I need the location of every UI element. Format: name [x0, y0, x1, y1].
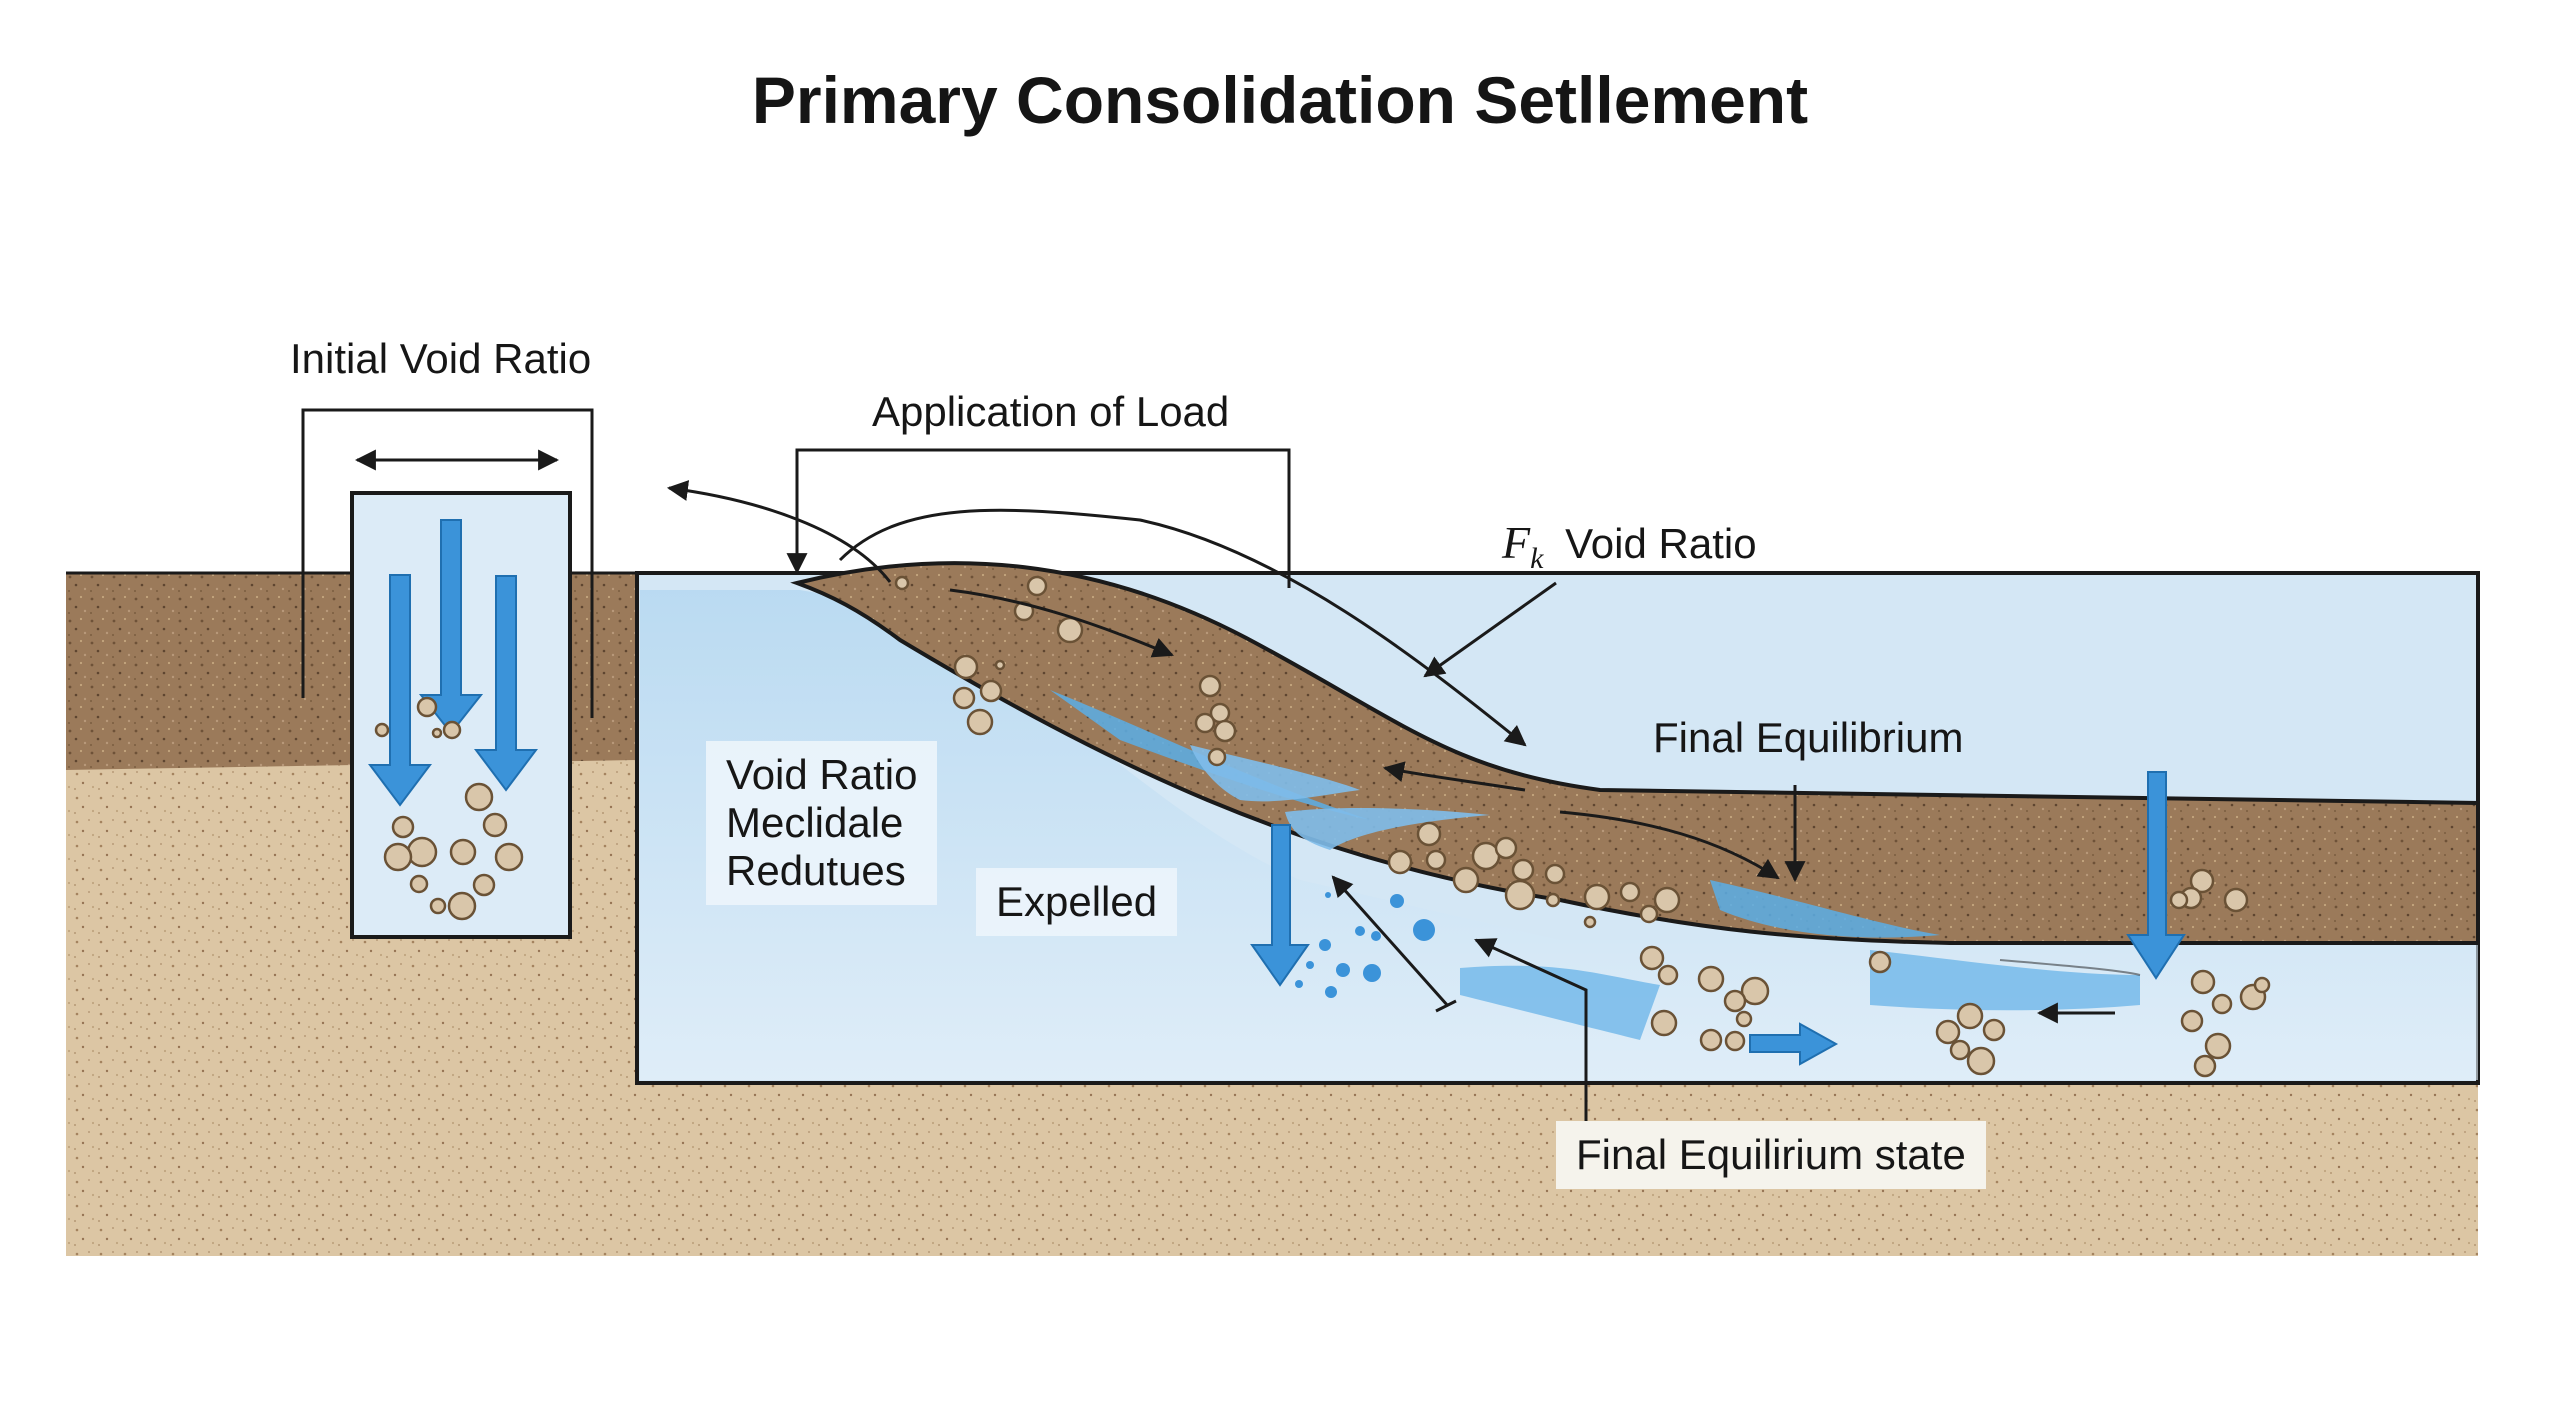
deep-water-zone: [640, 590, 2478, 1080]
flow-arrows: [1250, 771, 2186, 1066]
back-flow-arrow: [1382, 761, 1526, 792]
label-final-equilibrium: Final Equilibrium: [1653, 714, 1964, 761]
final-state-pointer: [1474, 938, 1588, 1123]
fk-void-ratio-text: Void Ratio: [1565, 520, 1757, 567]
right-down-arrow: [2126, 771, 2186, 980]
void-ratio-note-line2: Meclidale: [726, 799, 904, 846]
void-ratio-note-line3: Redutues: [726, 847, 906, 894]
consolidating-soil-wedge: [790, 561, 2480, 945]
annotation-arrows: [666, 448, 2115, 1123]
initial-down-arrows: [368, 519, 538, 807]
expelled-pointer-tail: [1435, 999, 1457, 1013]
label-application-of-load: Application of Load: [872, 388, 1230, 435]
expelled-label-box: Expelled: [976, 868, 1178, 936]
label-fk-void-ratio: Fk Void Ratio: [1502, 516, 1757, 576]
initial-soil-particles: [374, 696, 524, 921]
down-arrow-left: [368, 574, 432, 807]
diagram-title: Primary Consolidation Setllement: [751, 63, 1809, 137]
water-bottom-streak: [1460, 965, 1660, 1040]
expelled-water-droplets: [1295, 892, 1435, 998]
expelled-label: Expelled: [996, 878, 1158, 925]
slope-water-lens-2: [1190, 745, 1360, 802]
water-soil-particles: [994, 659, 2271, 1078]
right-water-streak-outline: [1999, 959, 2141, 976]
load-curve: [666, 480, 892, 583]
final-flow-arrow: [1559, 810, 1780, 880]
expelled-down-arrow: [1250, 824, 1310, 987]
fk-symbol: Fk: [1502, 517, 1544, 576]
final-state-label-box: Final Equilirium state: [1556, 1121, 1986, 1189]
wedge-soil-particles: [894, 575, 1892, 974]
expelled-pointer: [1331, 875, 1450, 1007]
label-initial-void-ratio: Initial Void Ratio: [290, 335, 592, 382]
right-water-lens: [1710, 880, 1940, 938]
final-equilibrium-state-label: Final Equilirium state: [1576, 1131, 1966, 1178]
water-flow-right-arrow: [1749, 1022, 1839, 1066]
down-arrow-right: [474, 575, 538, 792]
void-ratio-pointer: [1423, 581, 1557, 678]
water-right-streak: [1870, 950, 2140, 1011]
mid-water-lens: [1285, 808, 1490, 850]
upper-flow-arrow: [949, 588, 1174, 658]
void-ratio-note-box: Void Ratio Meclidale Redutues: [706, 741, 938, 905]
down-arrow-center: [418, 519, 484, 735]
void-ratio-note-line1: Void Ratio: [726, 751, 918, 798]
initial-bracket: [301, 408, 594, 718]
